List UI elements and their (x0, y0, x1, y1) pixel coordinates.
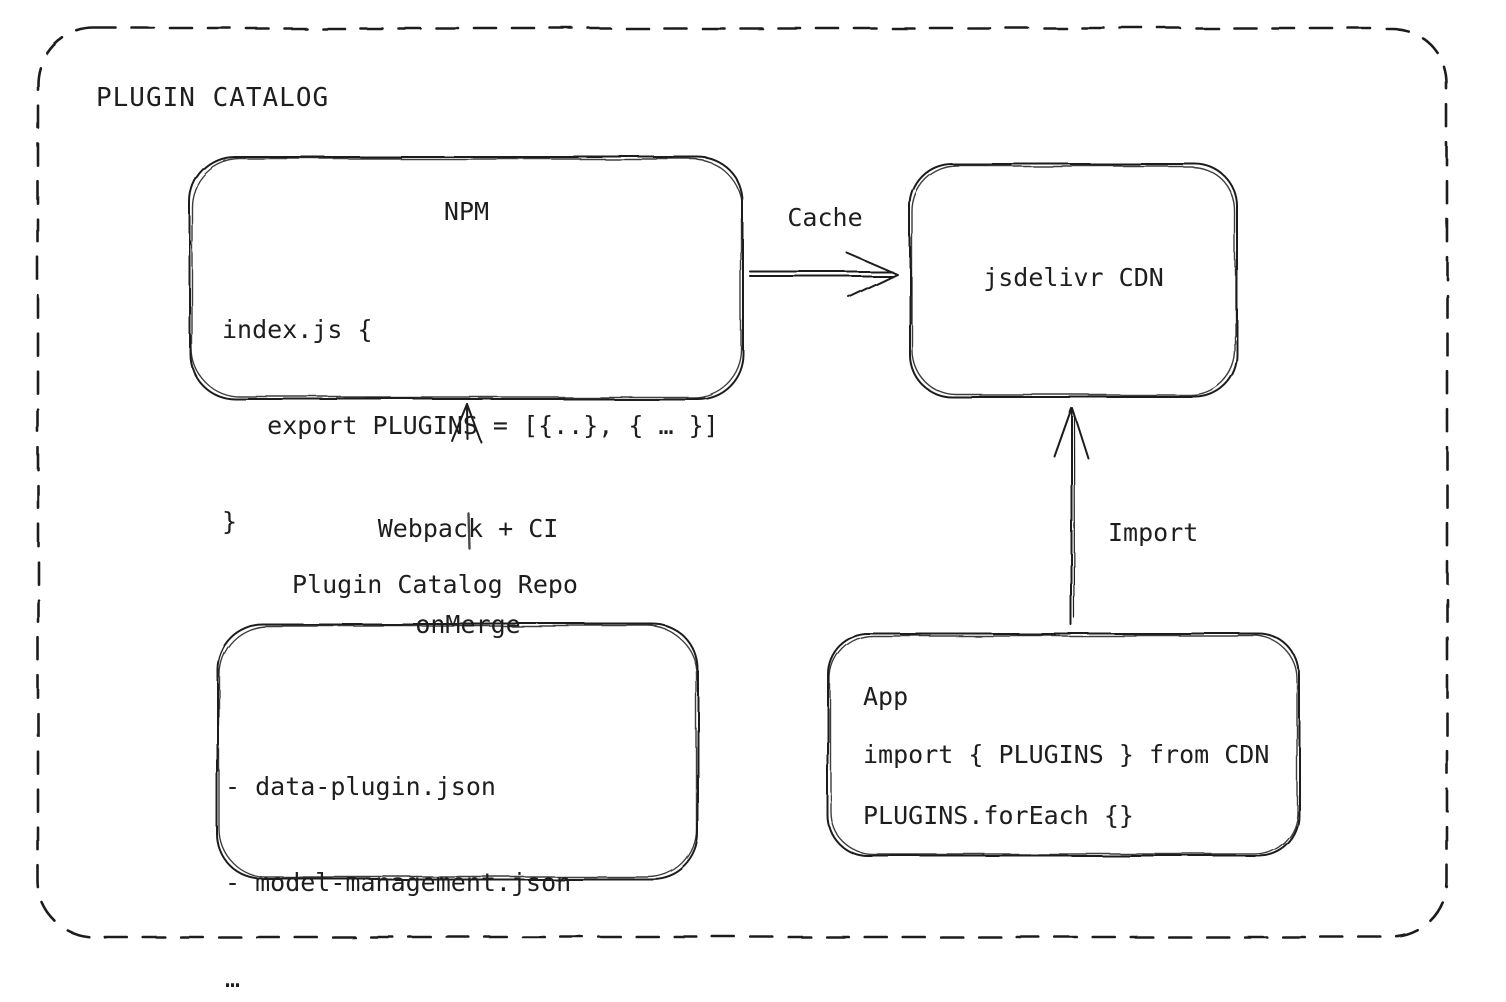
build-arrow-segment (467, 512, 472, 551)
repo-box-outline-overstroke (218, 625, 697, 878)
app-box-title: App (863, 682, 909, 711)
npm-box-outline-overstroke (191, 158, 742, 398)
npm-code-block: index.js { export PLUGINS = [{..}, { … }… (222, 250, 719, 602)
repo-file-item: … (225, 964, 241, 993)
app-box-outline-overstroke (829, 635, 1298, 855)
build-arrow-label-line: Webpack + CI (377, 514, 559, 543)
cdn-box-outline (909, 163, 1238, 398)
npm-code-line: index.js { (222, 315, 373, 344)
build-arrow-label: Webpack + CI onMerge (343, 449, 593, 705)
import-arrow (1053, 407, 1089, 626)
repo-box-outline (216, 623, 699, 880)
repo-label: Plugin Catalog Repo (292, 570, 578, 599)
npm-box-outline (189, 156, 744, 400)
repo-file-list: - data-plugin.json - model-management.js… (225, 707, 571, 1002)
app-code-line-import: import { PLUGINS } from CDN (863, 740, 1270, 769)
cdn-box-title: jsdelivr CDN (983, 263, 1164, 292)
npm-code-line: export PLUGINS = [{..}, { … }] (222, 411, 719, 440)
npm-code-line: } (222, 507, 238, 536)
npm-box-title: NPM (443, 197, 490, 226)
build-arrow (451, 403, 482, 443)
build-arrow-label-line: onMerge (415, 610, 521, 639)
repo-file-item: - data-plugin.json (225, 772, 496, 801)
app-code-line-foreach: PLUGINS.forEach {} (863, 801, 1134, 830)
app-box-outline (827, 633, 1300, 857)
import-arrow-label: Import (1108, 518, 1199, 547)
cache-arrow-label: Cache (787, 203, 863, 232)
cache-arrow (749, 251, 898, 298)
diagram-title: PLUGIN CATALOG (96, 83, 330, 113)
repo-file-item: - model-management.json (225, 868, 572, 897)
catalog-boundary-dashed-border (36, 26, 1449, 939)
cdn-box-outline-overstroke (911, 165, 1236, 396)
